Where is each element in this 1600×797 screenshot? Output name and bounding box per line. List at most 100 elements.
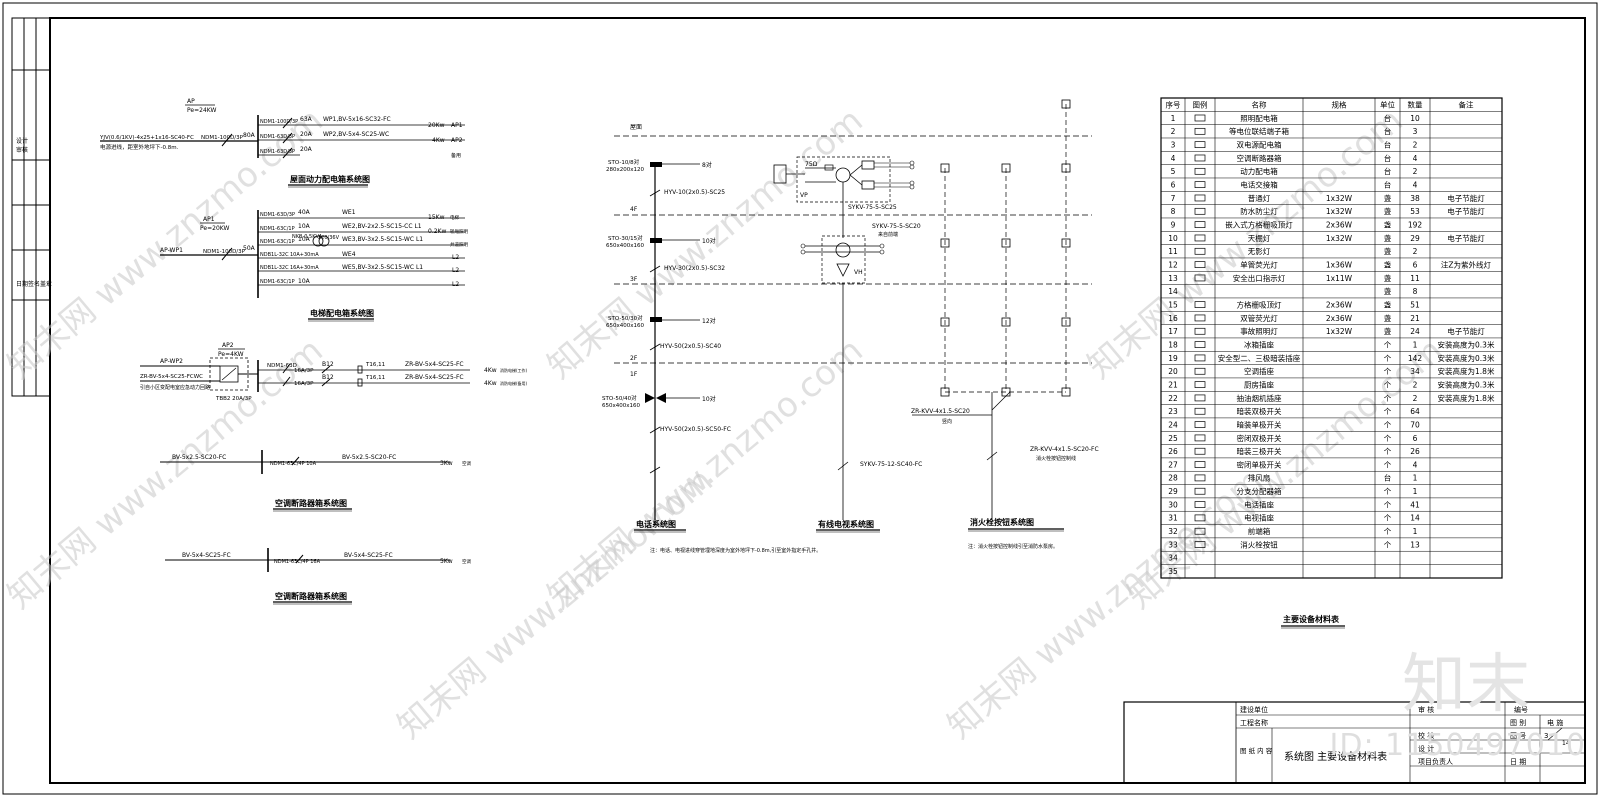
ac-panel-2-diagram: BV-5x4-SC25-FC NDM1-63C/4P 16A BV-5x4-SC… <box>165 548 471 605</box>
elevator-c6-target: L2 <box>452 281 459 288</box>
table-grid <box>1161 98 1502 578</box>
ac1-panel-title: 空调断路器箱系统图 <box>275 498 347 508</box>
table-header-cell: 序号 <box>1166 100 1181 110</box>
strip-label-review: 审核 <box>16 146 28 154</box>
table-cell-qty: 24 <box>1410 327 1420 336</box>
table-cell-unit: 个 <box>1384 434 1392 443</box>
table-cell-qty: 1 <box>1413 527 1418 536</box>
roof-circuit-3-rating: 20A <box>300 146 313 153</box>
fire-ap-label: AP2 <box>222 342 234 349</box>
roof-ap-label: AP <box>187 98 195 105</box>
table-cell-name: 防水防尘灯 <box>1240 206 1278 216</box>
table-cell-no: 23 <box>1168 407 1178 416</box>
socket-icon <box>1194 394 1206 402</box>
elevator-c1-cable: WE1 <box>342 209 356 216</box>
table-cell-unit: 盏 <box>1384 286 1392 296</box>
fire-c2-contactor: B12 <box>322 374 334 381</box>
table-cell-qty: 34 <box>1410 367 1420 376</box>
ac1-breaker: NDM1-63C/4P 10A <box>270 461 317 467</box>
elevator-c6-breaker: NDM1-63C/1P <box>260 279 295 285</box>
table-cell-name: 暗装三极开关 <box>1237 446 1282 456</box>
hydrant-title: 消火栓按钮系统图 <box>970 517 1034 527</box>
table-cell-no: 14 <box>1168 287 1178 296</box>
telephone-title: 电话系统图 <box>636 519 676 529</box>
table-cell-note: 安装高度为0.3米 <box>1438 379 1495 389</box>
fire-c1-relay: T16,11 <box>365 362 385 368</box>
fire-c1-rating: 16A/3P <box>294 368 314 374</box>
table-cell-name: 嵌入式方格栅吸顶灯 <box>1225 219 1293 229</box>
phone-box-4-right-icon <box>656 393 666 403</box>
table-cell-spec: 2x36W <box>1326 314 1353 323</box>
elevator-main-breaker: NDM1-100D/3P <box>203 249 246 255</box>
table-cell-no: 4 <box>1171 154 1176 163</box>
table-header-cell: 单位 <box>1380 100 1396 110</box>
elevator-c1-breaker: NDM1-63D/3P <box>260 212 295 218</box>
table-cell-qty: 6 <box>1413 260 1418 269</box>
hydrant-button-icon <box>1061 238 1071 248</box>
phone-box-4-pairs: 10对 <box>702 395 716 403</box>
fire-c1-contactor: B12 <box>322 361 334 368</box>
table-cell-name: 单管荧光灯 <box>1240 259 1278 269</box>
phone-box-1-pairs: 8对 <box>702 161 712 169</box>
table-cell-qty: 6 <box>1413 434 1418 443</box>
elevator-incoming: AP-WP1 <box>160 247 183 254</box>
table-cell-no: 11 <box>1168 247 1178 256</box>
table-cell-no: 2 <box>1171 127 1176 136</box>
hydrant-button-icon <box>1061 387 1071 397</box>
catv-cable-mid: SYKV-75-5-SC20 <box>872 223 921 230</box>
table-cell-unit: 台 <box>1384 153 1392 163</box>
hydrant-button-icon <box>1194 541 1206 548</box>
table-cell-unit: 个 <box>1384 540 1392 549</box>
table-cell-name: 暗装双极开关 <box>1237 406 1282 416</box>
fire-c2-rating: 16A/3P <box>294 381 314 387</box>
switch-icon <box>1194 434 1206 442</box>
shadowless-lamp-icon <box>1194 247 1206 255</box>
table-cell-spec: 1x36W <box>1326 260 1353 269</box>
tb-design-label: 设 计 <box>1418 744 1434 753</box>
elevator-c4-rating: 10A+30mA <box>290 252 319 258</box>
table-cell-no: 15 <box>1168 300 1178 309</box>
phone-box-3-size: 650x400x160 <box>606 323 645 329</box>
table-cell-name: 双管荧光灯 <box>1240 313 1278 323</box>
table-cell-qty: 64 <box>1410 407 1420 416</box>
hydrant-button-icon <box>1001 163 1011 173</box>
table-header-cell: 备注 <box>1459 100 1475 110</box>
elevator-ap-label: AP1 <box>203 216 215 223</box>
splitter-icon <box>1194 487 1206 495</box>
table-cell-name: 前端箱 <box>1248 526 1271 536</box>
phone-box-4-left-icon <box>645 393 655 403</box>
table-cell-no: 27 <box>1168 460 1178 469</box>
table-cell-unit: 个 <box>1384 420 1392 429</box>
table-cell-unit: 盏 <box>1384 326 1392 336</box>
table-cell-no: 6 <box>1171 180 1176 189</box>
table-cell-qty: 2 <box>1413 394 1418 403</box>
elevator-c1-load: 15Kw <box>428 214 445 221</box>
tb-project-label: 工程名称 <box>1240 718 1268 727</box>
hydrant-cable-2-note: 消火栓按钮控制线 <box>1036 455 1076 462</box>
ac2-target: 空调 <box>462 558 471 565</box>
fire-c1-load: 4Kw <box>484 367 497 374</box>
table-cell-qty: 8 <box>1413 287 1418 296</box>
equipotential-box-icon <box>1194 127 1206 135</box>
table-cell-no: 13 <box>1168 274 1178 283</box>
phone-box-2-name: STO-30/15对 <box>608 234 643 242</box>
roof-ap-pe: Pe=24KW <box>187 107 216 114</box>
roof-main-breaker: NDM1-100D/3P <box>201 135 244 141</box>
table-cell-unit: 盏 <box>1384 206 1392 216</box>
socket-icon <box>1194 381 1206 388</box>
fire-incoming-note: 引自小区变配电室应急动力回路 <box>140 384 210 391</box>
hydrant-button-icon <box>1001 238 1011 248</box>
table-cell-unit: 个 <box>1384 340 1392 349</box>
table-cell-no: 8 <box>1171 207 1176 216</box>
elevator-ap-pe: Pe=20KW <box>200 225 229 232</box>
switch-icon <box>1194 447 1206 455</box>
table-cell-unit: 个 <box>1384 460 1392 469</box>
table-cell-no: 16 <box>1168 314 1178 323</box>
table-cell-qty: 51 <box>1410 300 1420 309</box>
table-cell-no: 30 <box>1168 500 1178 509</box>
catv-system-diagram: 75Ω VP SYKV-75-5-SC25 VH SYKV-75-5-SC20 … <box>773 156 922 533</box>
catv-title: 有线电视系统图 <box>818 519 874 529</box>
table-cell-name: 动力配电箱 <box>1240 166 1278 176</box>
